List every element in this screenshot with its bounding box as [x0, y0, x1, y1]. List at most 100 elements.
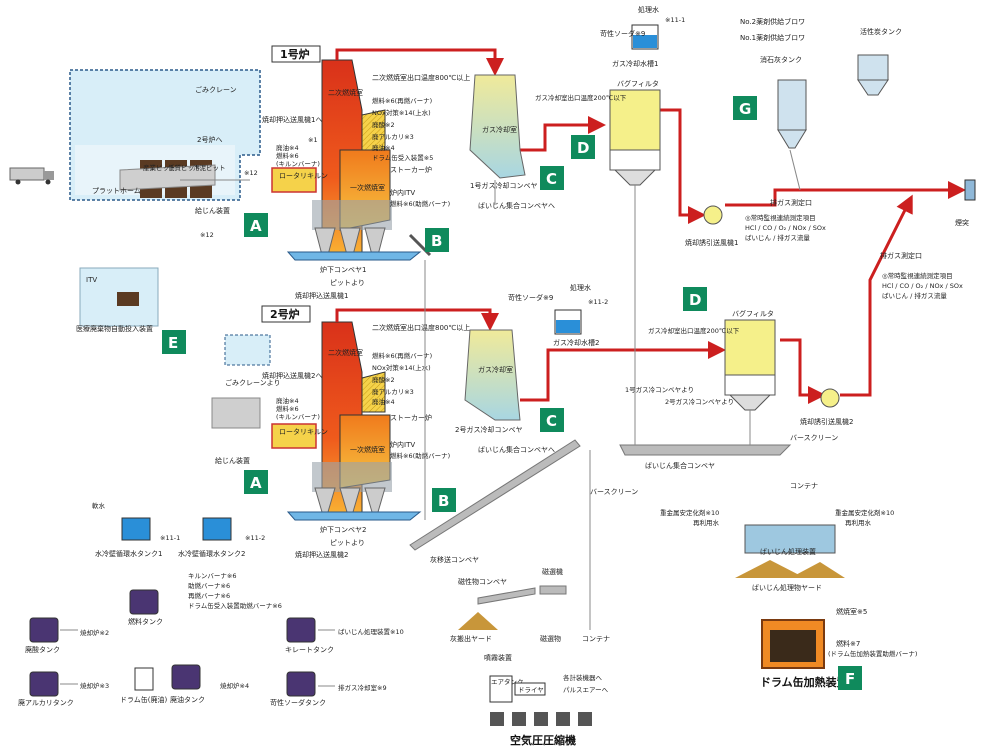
drum-to-kiln: 燃焼室※5 — [836, 607, 867, 616]
cems1-2: ばいじん / 排ガス流量 — [745, 233, 810, 242]
furnace2-fuel-1: NOx対策※14(上水) — [372, 363, 431, 372]
svg-text:E: E — [168, 334, 178, 352]
ref112-label: ※11-2 — [245, 534, 265, 542]
air-tank-label: エアタンク — [491, 677, 524, 686]
drum-burner: (ドラム缶加熱装置助燃バーナ) — [828, 649, 917, 658]
soft-water-label: 軟水 — [92, 501, 106, 510]
kiln1-fuel-1: 燃料※6 — [276, 151, 299, 160]
magnet-label: 磁選機 — [542, 567, 563, 576]
stack — [964, 179, 976, 201]
bottom-conveyor1 — [286, 233, 432, 261]
marker-e: E — [162, 330, 186, 354]
cooling-tower1-label: ガス冷却室 — [482, 125, 517, 134]
pit-label-2: 汚泥ピット — [193, 164, 226, 172]
alkali-tank-label: 廃アルカリタンク — [18, 698, 74, 707]
medical-ref-label: ※12 — [200, 231, 214, 239]
kiln1-label: ロータリキルン — [279, 171, 328, 180]
exhaust-point1: 排ガス測定口 — [770, 198, 812, 207]
svg-text:B: B — [438, 492, 449, 510]
induced-fan1-label: 焼却誘引送風機1 — [685, 238, 738, 247]
cooling-conveyor1-label: 1号ガス冷却コンベヤ — [470, 181, 537, 190]
air-tank — [489, 675, 513, 703]
tank-ref1-label: ※11-1 — [665, 16, 685, 24]
feed-device-label: 給じん装置 — [195, 206, 230, 215]
compressor-units — [490, 712, 592, 726]
svg-text:D: D — [577, 139, 589, 157]
cool-tank2-label: 水冷壁循環水タンク2 — [178, 549, 245, 558]
ash-transfer-conveyor — [409, 439, 581, 551]
tank-shapes — [29, 517, 316, 697]
truck-icon — [9, 167, 54, 185]
marker-c1: C — [540, 166, 564, 190]
furnace2-secondary: 二次燃焼室 — [328, 348, 363, 357]
furnace1-fuel-0: 燃料※6(再燃バーナ) — [372, 96, 432, 105]
ref111-label: ※11-1 — [160, 534, 180, 542]
magnetic-conveyor-label: 磁性物コンベヤ — [458, 577, 507, 586]
bag-filter1-label: バグフィルタ — [617, 79, 659, 88]
ash-conveyor-label: 灰移送コンベヤ — [430, 555, 479, 564]
reuse-water2: 再利用水 — [845, 518, 872, 527]
container1-label: コンテナ — [790, 482, 818, 490]
bag-filter1 — [609, 89, 661, 186]
pit1-label: ピットより — [330, 279, 365, 287]
waste-pit-building — [69, 69, 261, 201]
pit2-label: ピットより — [330, 539, 365, 547]
alkali-to-label: 焼却炉※3 — [80, 681, 109, 690]
gas-water-tank2 — [554, 309, 582, 335]
reuse-water1: 再利用水 — [693, 518, 720, 527]
dryer-label: ドライヤ — [518, 686, 544, 694]
drum-fuel: 燃料※7 — [836, 639, 860, 648]
acid-to-label: 焼却炉※2 — [80, 628, 109, 637]
chelate-to-label: ばいじん処理装置※10 — [338, 627, 404, 636]
induced-fan2-icon — [820, 388, 840, 408]
lime-tank — [777, 79, 807, 149]
crane-label: ごみクレーン — [195, 85, 237, 94]
cooling-tower2-label: ガス冷却室 — [478, 365, 513, 374]
fuel-to-3: ドラム缶受入装置助燃バーナ※6 — [188, 601, 282, 610]
furnace1-primary: 一次燃焼室 — [350, 183, 385, 192]
gas-water-tank1 — [631, 24, 659, 50]
kiln1-fuel-0: 廃油※4 — [276, 143, 299, 152]
furnace1-body — [312, 59, 392, 256]
caustic-to-label: 排ガス冷却室※9 — [338, 683, 387, 692]
crane-from-label: ごみクレーンより — [225, 378, 281, 387]
furnace2-body — [312, 321, 392, 516]
svg-text:D: D — [689, 291, 701, 309]
gas-water-tank2-label: ガス冷却水槽2 — [553, 338, 599, 347]
cems1-1: HCl / CO / O₂ / NOx / SOx — [745, 224, 826, 232]
marker-d1: D — [571, 135, 595, 159]
furnace2-title-box — [261, 305, 311, 323]
svg-text:A: A — [250, 217, 262, 235]
fuel-tank-label: 燃料タンク — [128, 617, 163, 626]
kiln2-fuel-2: (キルンバーナ) — [276, 413, 320, 421]
fuel-to-2: 再燃バーナ※6 — [188, 591, 230, 600]
furnace2-fuel-4: 廃油※4 — [372, 397, 395, 406]
marker-b1: B — [425, 228, 449, 252]
from-conv1-label: 1号ガス冷コンベヤより — [625, 385, 694, 394]
furnace1-secondary: 二次燃焼室 — [328, 88, 363, 97]
cool-tank1-label: 水冷壁循環水タンク1 — [95, 549, 162, 558]
svg-text:B: B — [431, 232, 442, 250]
feed-device2-label: 給じん装置 — [215, 456, 250, 465]
furnace1-fuel-2: 廃酸※2 — [372, 120, 395, 129]
furnace1-star1: ※1 — [308, 136, 318, 144]
kiln1-fuel-2: (キルンバーナ) — [276, 160, 320, 168]
marker-a1: A — [244, 213, 268, 237]
cooling-tower1 — [469, 74, 526, 179]
pit-label-1: 低質ピット — [168, 163, 201, 172]
bag-temp1-label: ガス冷却室出口温度200℃以下 — [535, 93, 627, 102]
fuel-to-0: キルンバーナ※6 — [188, 572, 236, 580]
marker-b2: B — [432, 488, 456, 512]
fan2-label: 焼却押込送風機2 — [295, 550, 348, 559]
treat-water1-label: 処理水 — [638, 5, 659, 14]
kiln2-fuel-0: 廃油※4 — [276, 396, 299, 405]
furnace1-fuel-aux: 燃料※6(助燃バーナ) — [390, 199, 450, 208]
process-lines — [60, 149, 801, 687]
comp-to2: パルスエアーへ — [563, 686, 609, 694]
kiln2-label: ロータリキルン — [279, 427, 328, 436]
gas-water-tank1-label: ガス冷却水槽1 — [612, 59, 658, 68]
screen2-label: バースクリーン — [590, 488, 638, 496]
furnace1-title: 1号炉 — [280, 47, 310, 61]
marker-c2: C — [540, 408, 564, 432]
cems2-0: ◎常時監視連続測定項目 — [882, 271, 953, 280]
